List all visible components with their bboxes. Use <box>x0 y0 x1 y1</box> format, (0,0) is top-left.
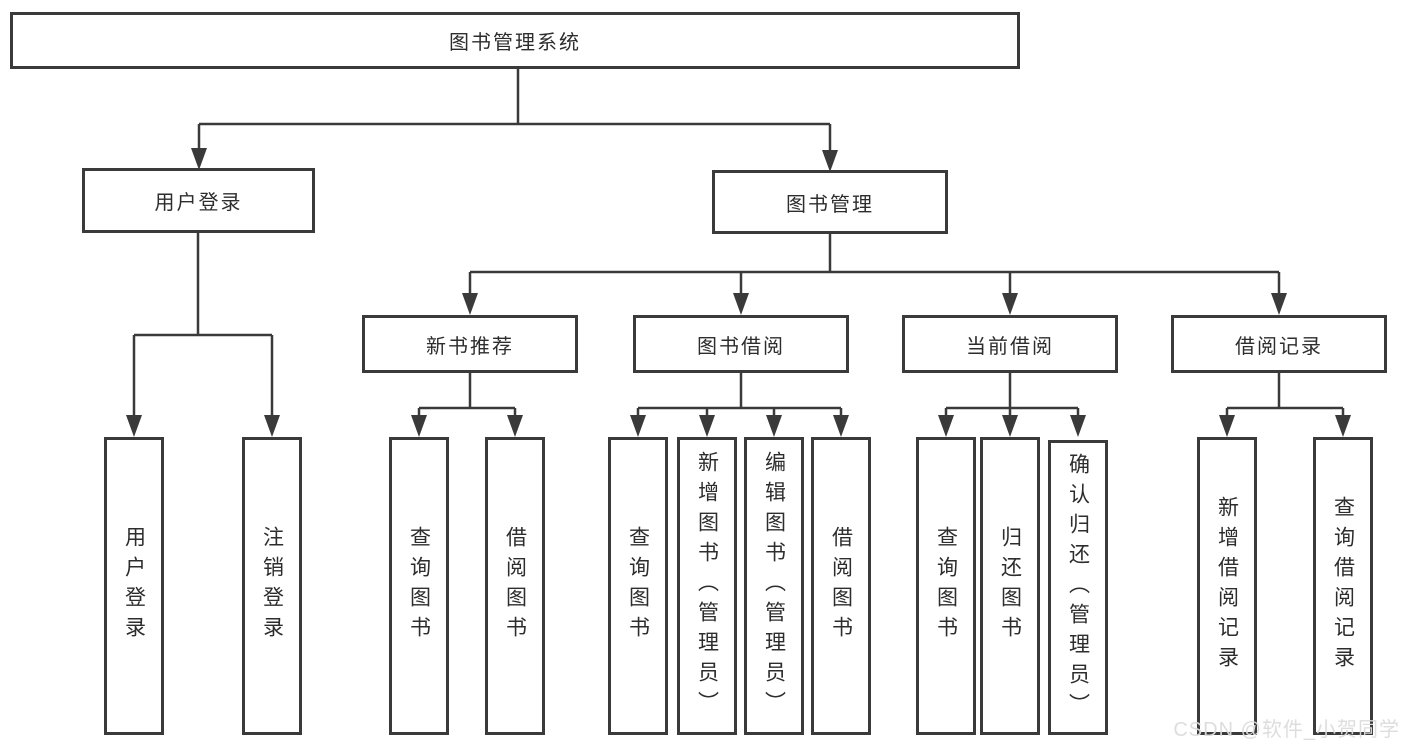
node-user-login: 用户登录 <box>82 168 315 233</box>
node-root: 图书管理系统 <box>10 12 1020 69</box>
leaf-recommend-borrow-book: 借阅图书 <box>485 437 545 735</box>
leaf-current-query-book: 查询图书 <box>916 437 976 735</box>
leaf-current-query-book-label: 查询图书 <box>934 526 958 646</box>
leaf-recommend-query-book-label: 查询图书 <box>407 526 431 646</box>
leaf-borrow-borrow-book-label: 借阅图书 <box>829 526 853 646</box>
leaf-borrow-query-book-label: 查询图书 <box>626 526 650 646</box>
node-borrowing-records: 借阅记录 <box>1171 315 1387 373</box>
leaf-borrow-add-book-admin-label: 新增图书（管理员） <box>695 451 719 721</box>
leaf-borrow-borrow-book: 借阅图书 <box>811 437 871 735</box>
leaf-records-query-record: 查询借阅记录 <box>1313 437 1373 735</box>
leaf-current-return-book-label: 归还图书 <box>998 526 1022 646</box>
leaf-records-add-record: 新增借阅记录 <box>1197 437 1257 735</box>
leaf-current-confirm-return-admin: 确认归还（管理员） <box>1048 440 1108 735</box>
leaf-user-login-label: 用户登录 <box>122 526 146 646</box>
leaf-records-query-record-label: 查询借阅记录 <box>1331 496 1355 676</box>
node-book-management: 图书管理 <box>712 170 948 234</box>
leaf-current-return-book: 归还图书 <box>980 437 1040 735</box>
node-book-borrowing: 图书借阅 <box>633 315 849 373</box>
leaf-borrow-add-book-admin: 新增图书（管理员） <box>677 437 737 735</box>
leaf-borrow-edit-book-admin-label: 编辑图书（管理员） <box>762 451 786 721</box>
leaf-recommend-query-book: 查询图书 <box>389 437 449 735</box>
leaf-borrow-edit-book-admin: 编辑图书（管理员） <box>744 437 804 735</box>
csdn-watermark: CSDN @软件_小贺同学 <box>1173 719 1400 741</box>
leaf-records-add-record-label: 新增借阅记录 <box>1215 496 1239 676</box>
leaf-user-login: 用户登录 <box>104 437 164 735</box>
node-new-book-recommendation: 新书推荐 <box>362 315 578 373</box>
leaf-logout: 注销登录 <box>242 437 302 735</box>
leaf-logout-label: 注销登录 <box>260 526 284 646</box>
leaf-borrow-query-book: 查询图书 <box>608 437 668 735</box>
node-current-borrowing: 当前借阅 <box>902 315 1118 373</box>
leaf-recommend-borrow-book-label: 借阅图书 <box>503 526 527 646</box>
leaf-current-confirm-return-admin-label: 确认归还（管理员） <box>1066 452 1090 723</box>
